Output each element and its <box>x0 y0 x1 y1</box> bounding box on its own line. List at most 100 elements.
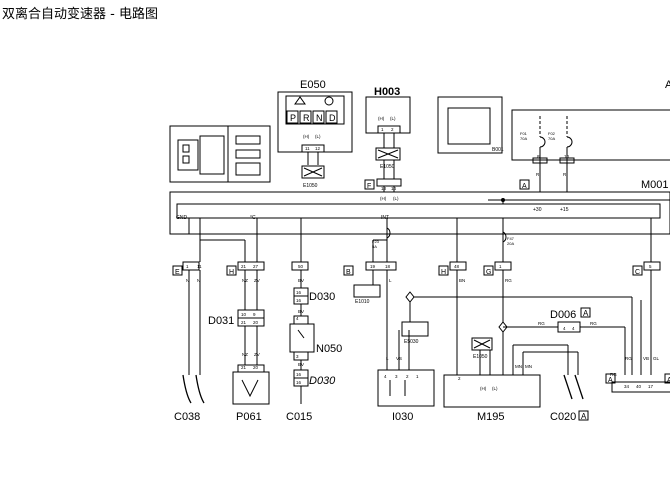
gear-n: N <box>316 113 323 123</box>
h003-box <box>365 96 411 134</box>
wire-color-code: N <box>197 278 200 283</box>
e050-panel <box>285 95 345 125</box>
pin-temp: °C <box>250 215 256 221</box>
wire-color-code: RG <box>505 278 512 283</box>
wire-color-code: BV <box>298 362 304 367</box>
pin-gnd: GND <box>176 215 188 221</box>
wire-color-code: ZV <box>254 278 260 283</box>
label-d031: D031 <box>208 315 234 327</box>
pin-number: 1 <box>381 127 384 132</box>
conn-e <box>182 261 200 271</box>
wire-color-code: MN <box>515 364 522 369</box>
connector-tag-box <box>364 179 375 190</box>
gear-d-box <box>325 110 338 124</box>
conn-h-mid <box>291 261 309 271</box>
connector-tag: H <box>441 269 446 276</box>
can-bus-label: (L) <box>492 386 498 391</box>
connector-tag: A <box>608 377 613 384</box>
label-e1050-a: E1050 <box>303 183 318 189</box>
pin-number: 2 <box>406 374 409 379</box>
fuse-f47-rating: 20A <box>507 241 514 246</box>
warning-triangle-icon <box>294 96 306 105</box>
pin-number: 10 <box>241 312 247 317</box>
connector-tag-box <box>172 265 183 276</box>
i030-switch <box>377 369 435 407</box>
wire-color-code: NZ <box>242 352 248 357</box>
pin-number: 1 <box>499 264 502 269</box>
label-c020: C020 <box>550 411 576 423</box>
wire-color-code: RG <box>610 372 617 377</box>
can-bus-label: (H) <box>303 134 310 139</box>
pin-number: 11 <box>305 146 310 151</box>
wire-color-code: ZV <box>254 352 260 357</box>
can-bus-label: (L) <box>390 116 396 121</box>
wire-color-code: VB <box>643 356 649 361</box>
pin-number: 21 <box>241 264 247 269</box>
label-c038: C038 <box>174 411 200 423</box>
wire-color-code: VS <box>396 356 402 361</box>
fuse-f47: F47 <box>507 236 515 241</box>
pin-number: 1 <box>186 264 189 269</box>
pin-number: 2 <box>391 127 394 132</box>
pin-number: 16 <box>296 380 302 385</box>
wire-color-code: RG <box>538 321 545 326</box>
fuse-f02: F02 <box>548 131 556 136</box>
pin-number: 14 <box>391 186 397 191</box>
fuse-f01: F01 <box>520 131 528 136</box>
fuse-f23-rating: 5A <box>372 244 377 249</box>
gear-r-box <box>299 110 312 124</box>
connector-tag-box <box>605 373 616 384</box>
wire-color-code: R <box>563 172 567 177</box>
conn-h-right <box>449 261 467 271</box>
wire-color-code: L <box>386 356 389 361</box>
pin-number: 1 <box>416 374 419 379</box>
connector-tag-box <box>483 265 494 276</box>
e1050-a-connector <box>301 165 325 179</box>
wire-color-code: NZ <box>242 278 248 283</box>
pin-number: 40 <box>636 384 642 389</box>
pin-number: 27 <box>253 264 259 269</box>
label-m001: M001 <box>641 179 669 191</box>
connector-tag-box <box>226 265 237 276</box>
pin-number: 13 <box>381 186 387 191</box>
gear-p: P <box>290 113 296 123</box>
right-bottom-connector <box>611 381 670 393</box>
e5030-sensor <box>401 321 429 337</box>
pin-number: 12 <box>315 146 321 151</box>
pin-number: 50 <box>298 264 304 269</box>
wire-color-code: R <box>536 172 540 177</box>
can-bus-label: (H) <box>378 116 385 121</box>
label-d006-note: A <box>583 309 589 318</box>
e1050-c-connector <box>471 337 493 351</box>
pin-number: 8 <box>537 154 540 159</box>
label-m195: M195 <box>477 411 505 423</box>
label-e1050-c: E1050 <box>473 354 488 360</box>
pin-number: 16 <box>296 298 302 303</box>
label-e1050-b: E1050 <box>380 164 395 170</box>
m001-bus <box>176 203 661 219</box>
pin-number: 9 <box>253 312 256 317</box>
wire-color-code: BV <box>298 278 304 283</box>
right-top-box <box>511 109 670 161</box>
gear-r: R <box>303 113 310 123</box>
wire-color-code: BN <box>459 278 465 283</box>
label-c015: C015 <box>286 411 312 423</box>
wire-color-code: L <box>389 278 392 283</box>
gear-p-box <box>286 110 299 124</box>
wire-color-code: BV <box>298 309 304 314</box>
e050-connector <box>301 144 325 153</box>
pin-number: 16 <box>296 290 302 295</box>
pin-number: 5 <box>649 264 652 269</box>
pin-number: 20 <box>253 365 259 370</box>
label-b001: B001 <box>492 147 504 153</box>
m195-actuator <box>443 374 541 408</box>
pin-number: 48 <box>454 264 460 269</box>
wire-color-code: RG <box>590 321 597 326</box>
m001-module <box>169 191 670 235</box>
gear-d: D <box>329 113 336 123</box>
connector-tag: G <box>486 269 491 276</box>
label-d030-b: D030 <box>309 375 336 387</box>
connector-tag: A <box>667 377 670 384</box>
p061-sensor <box>232 371 270 405</box>
wire-color-code: N <box>186 278 189 283</box>
